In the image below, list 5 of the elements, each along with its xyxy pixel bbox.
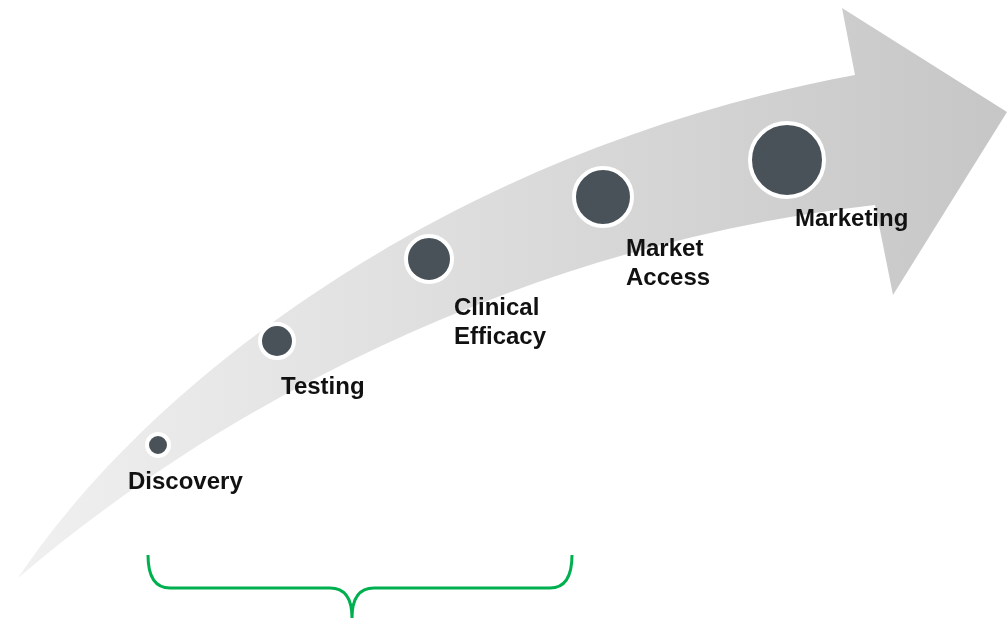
milestone-label: Market Access (626, 233, 712, 291)
milestone-label: Testing (281, 371, 366, 400)
milestone-label: Discovery (128, 466, 244, 495)
milestone-label: Clinical Efficacy (454, 292, 548, 350)
milestone-label: Marketing (795, 203, 910, 232)
